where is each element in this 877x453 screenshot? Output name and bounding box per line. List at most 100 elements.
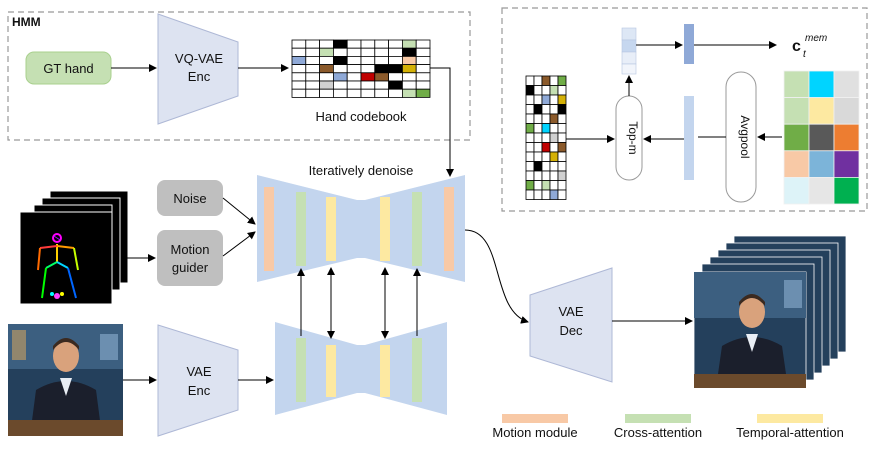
hmm-title: HMM — [12, 15, 41, 29]
avgpool-color-cell — [808, 123, 835, 152]
memory-cell — [549, 85, 559, 96]
reference-image — [8, 324, 123, 436]
codebook-cell — [319, 64, 334, 74]
codebook-cell — [346, 56, 362, 66]
hand-codebook-grid — [291, 39, 431, 98]
memory-cell — [557, 75, 567, 86]
memory-cell — [549, 170, 559, 181]
avgpool-color-cell — [833, 123, 860, 152]
memory-cell — [541, 123, 551, 134]
memory-cell — [525, 75, 535, 86]
temporal-attention-block — [326, 197, 336, 261]
codebook-cell — [291, 80, 307, 90]
memory-cell — [541, 94, 551, 105]
memory-cell — [557, 85, 567, 96]
memory-cell — [525, 151, 535, 162]
legend-label-temporal-attention: Temporal-attention — [736, 425, 844, 440]
motion-module-block — [264, 187, 274, 271]
codebook-cell — [346, 80, 362, 90]
memory-cell — [525, 113, 535, 124]
selected-stack-cell — [621, 39, 637, 53]
memory-cell — [549, 189, 559, 200]
memory-cell — [541, 113, 551, 124]
output-frame-detail — [694, 374, 806, 388]
codebook-cell — [374, 64, 389, 74]
codebook-cell — [332, 56, 348, 66]
memory-cell — [557, 180, 567, 191]
codebook-cell — [305, 47, 320, 57]
codebook-cell — [332, 72, 348, 82]
memory-cell — [533, 104, 543, 115]
memory-cell — [533, 142, 543, 153]
codebook-cell — [305, 88, 320, 98]
avgpool-color-cell — [808, 150, 835, 178]
memory-cell — [525, 94, 535, 105]
memory-output-bar — [684, 24, 694, 64]
noise-box — [157, 180, 223, 216]
codebook-cell — [291, 72, 307, 82]
codebook-cell — [374, 56, 389, 66]
memory-cell — [541, 170, 551, 181]
memory-cell — [541, 142, 551, 153]
codebook-cell — [388, 39, 403, 49]
codebook-cell — [388, 64, 403, 74]
memory-cell — [549, 142, 559, 153]
codebook-cell — [360, 39, 376, 49]
temporal-attention-block — [380, 197, 390, 261]
avgpool-color-cell — [783, 70, 810, 99]
output-frame-detail — [739, 296, 765, 328]
pose-skeleton — [37, 233, 79, 299]
memory-cell — [549, 104, 559, 115]
avgpool-color-cell — [833, 150, 860, 178]
codebook-cell — [360, 88, 376, 98]
codebook-label: Hand codebook — [315, 109, 407, 124]
memory-cell — [533, 161, 543, 172]
codebook-cell — [305, 72, 320, 82]
memory-cell — [533, 151, 543, 162]
codebook-cell — [332, 80, 348, 90]
reference-unet — [275, 322, 447, 415]
codebook-cell — [388, 80, 403, 90]
memory-grid — [525, 75, 567, 200]
codebook-cell — [388, 47, 403, 57]
vqvae-encoder — [157, 13, 239, 125]
avgpool-color-grid — [783, 70, 860, 205]
motion-guider-box — [157, 230, 223, 286]
memory-cell — [533, 94, 543, 105]
memory-cell — [557, 142, 567, 153]
pose-frame-stack — [19, 190, 129, 305]
memory-cell — [525, 132, 535, 143]
memory-cell — [533, 113, 543, 124]
output-video-frames — [693, 235, 847, 389]
cross-attention-block — [296, 192, 306, 266]
memory-cell — [557, 161, 567, 172]
memory-cell — [525, 170, 535, 181]
codebook-cell — [401, 88, 417, 98]
memory-cell — [525, 161, 535, 172]
cross-attention-block — [412, 338, 422, 402]
codebook-cell — [305, 80, 320, 90]
codebook-cell — [415, 64, 431, 74]
motion-module-block — [444, 187, 454, 271]
memory-cell — [541, 151, 551, 162]
codebook-cell — [374, 72, 389, 82]
codebook-cell — [401, 72, 417, 82]
motion-guider-label-1: Motion — [170, 242, 209, 257]
output-frame-detail — [746, 334, 758, 352]
avgpool-color-cell — [833, 97, 860, 125]
memory-cell — [557, 189, 567, 200]
memory-cell — [541, 75, 551, 86]
codebook-cell — [374, 80, 389, 90]
memory-cell — [533, 132, 543, 143]
codebook-cell — [415, 80, 431, 90]
memory-cell — [533, 75, 543, 86]
memory-output-superscript: mem — [805, 33, 827, 44]
codebook-cell — [415, 56, 431, 66]
vae-enc-label-2: Enc — [188, 383, 211, 398]
memory-cell — [557, 104, 567, 115]
gt-hand-label: GT hand — [43, 61, 93, 76]
denoising-unet — [257, 175, 465, 282]
codebook-cell — [360, 80, 376, 90]
codebook-cell — [291, 56, 307, 66]
